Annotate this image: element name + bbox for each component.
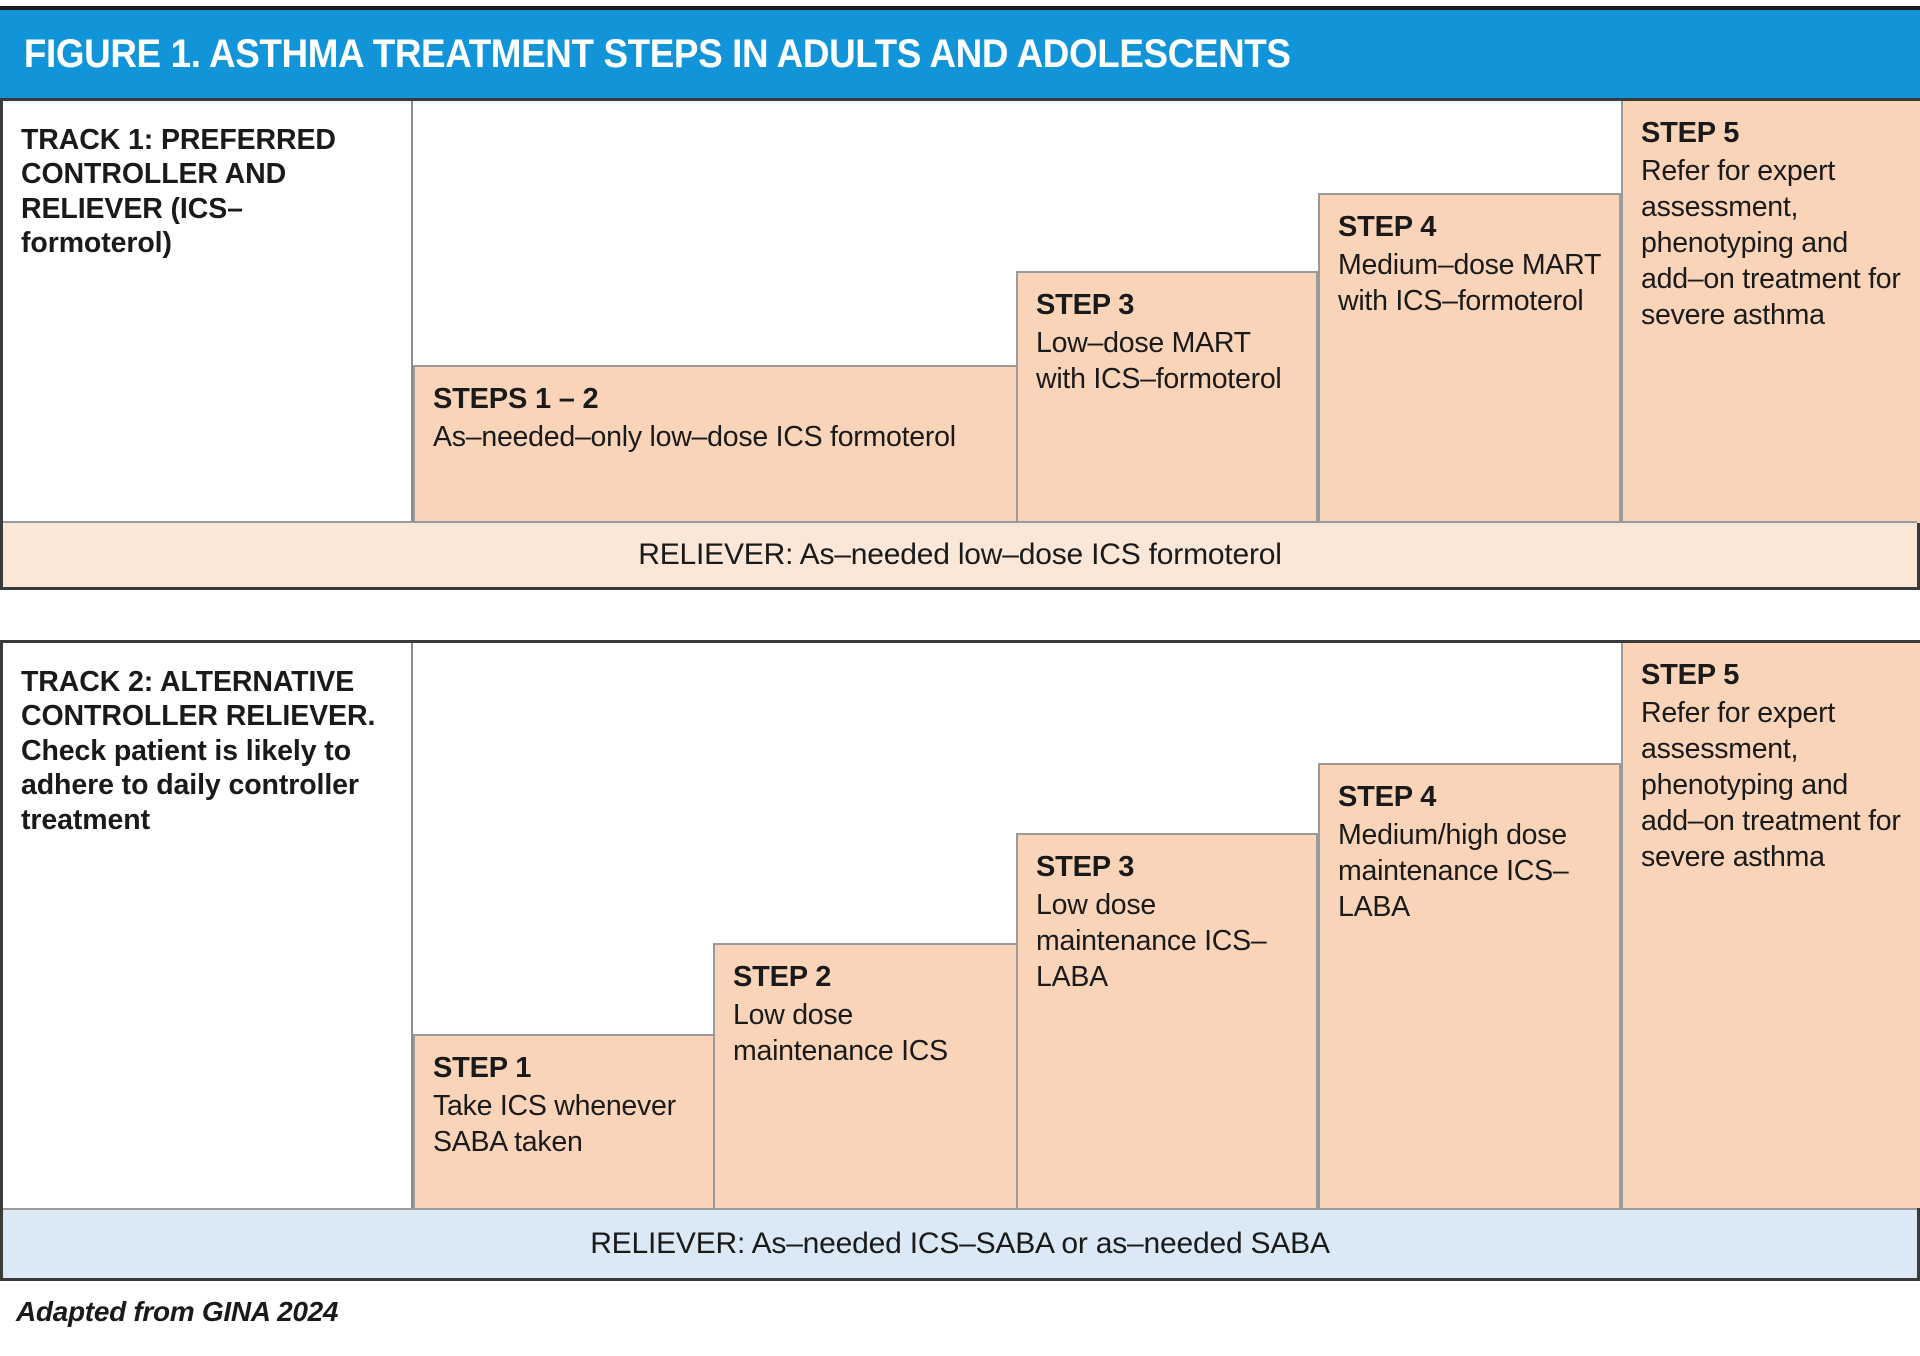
step-heading: STEP 2 [733,961,832,993]
track-2-step-2[interactable]: STEP 2 Low dose maintenance ICS [713,943,1018,1208]
track-2-step-5[interactable]: STEP 5 Refer for expert assessment, phen… [1621,643,1920,1208]
step-body: Low dose maintenance ICS–LABA [1036,888,1267,993]
step-body: Low–dose MART with ICS–formoterol [1036,326,1282,395]
track-2-reliever-text: RELIEVER: As–needed ICS–SABA or as–neede… [590,1227,1330,1260]
track-2-step-4[interactable]: STEP 4 Medium/high dose maintenance ICS–… [1318,763,1621,1208]
track-1-step-3[interactable]: STEP 3 Low–dose MART with ICS–formoterol [1016,271,1318,523]
step-body: As–needed–only low–dose ICS formoterol [433,420,956,453]
step-heading: STEP 5 [1641,659,1740,691]
step-heading: STEP 1 [433,1052,532,1084]
step-heading: STEP 3 [1036,289,1135,321]
step-body: Refer for expert assessment, phenotyping… [1641,154,1901,332]
step-heading: STEP 3 [1036,851,1135,883]
track-2-reliever-bar: RELIEVER: As–needed ICS–SABA or as–neede… [3,1208,1917,1278]
track-2-label-cell: TRACK 2: ALTERNATIVE CONTROLLER RELIEVER… [3,643,413,1208]
step-heading: STEPS 1 – 2 [433,383,599,415]
track-1-label-cell: TRACK 1: PREFERRED CONTROLLER AND RELIEV… [3,101,413,523]
step-body: Low dose maintenance ICS [733,998,948,1067]
track-1-panel: TRACK 1: PREFERRED CONTROLLER AND RELIEV… [0,98,1920,590]
track-2-step-3[interactable]: STEP 3 Low dose maintenance ICS–LABA [1016,833,1318,1208]
figure-source-note: Adapted from GINA 2024 [16,1296,339,1327]
step-body: Refer for expert assessment, phenotyping… [1641,696,1901,874]
track-1-step-1-2[interactable]: STEPS 1 – 2 As–needed–only low–dose ICS … [413,365,1018,523]
step-body: Medium–dose MART with ICS–formoterol [1338,248,1601,317]
step-heading: STEP 4 [1338,211,1437,243]
step-heading: STEP 4 [1338,781,1437,813]
track-1-reliever-bar: RELIEVER: As–needed low–dose ICS formote… [3,521,1917,587]
step-body: Medium/high dose maintenance ICS–LABA [1338,818,1569,923]
track-2-panel: TRACK 2: ALTERNATIVE CONTROLLER RELIEVER… [0,640,1920,1281]
track-1-reliever-text: RELIEVER: As–needed low–dose ICS formote… [638,538,1282,571]
track-2-label: TRACK 2: ALTERNATIVE CONTROLLER RELIEVER… [21,666,376,836]
track-1-label: TRACK 1: PREFERRED CONTROLLER AND RELIEV… [21,124,336,260]
track-1-step-5[interactable]: STEP 5 Refer for expert assessment, phen… [1621,101,1920,523]
track-1-step-4[interactable]: STEP 4 Medium–dose MART with ICS–formote… [1318,193,1621,523]
step-heading: STEP 5 [1641,117,1740,149]
step-body: Take ICS whenever SABA taken [433,1089,676,1158]
figure-title: FIGURE 1. ASTHMA TREATMENT STEPS IN ADUL… [23,31,1291,76]
figure-title-bar: FIGURE 1. ASTHMA TREATMENT STEPS IN ADUL… [0,6,1920,98]
track-2-step-1[interactable]: STEP 1 Take ICS whenever SABA taken [413,1034,715,1208]
